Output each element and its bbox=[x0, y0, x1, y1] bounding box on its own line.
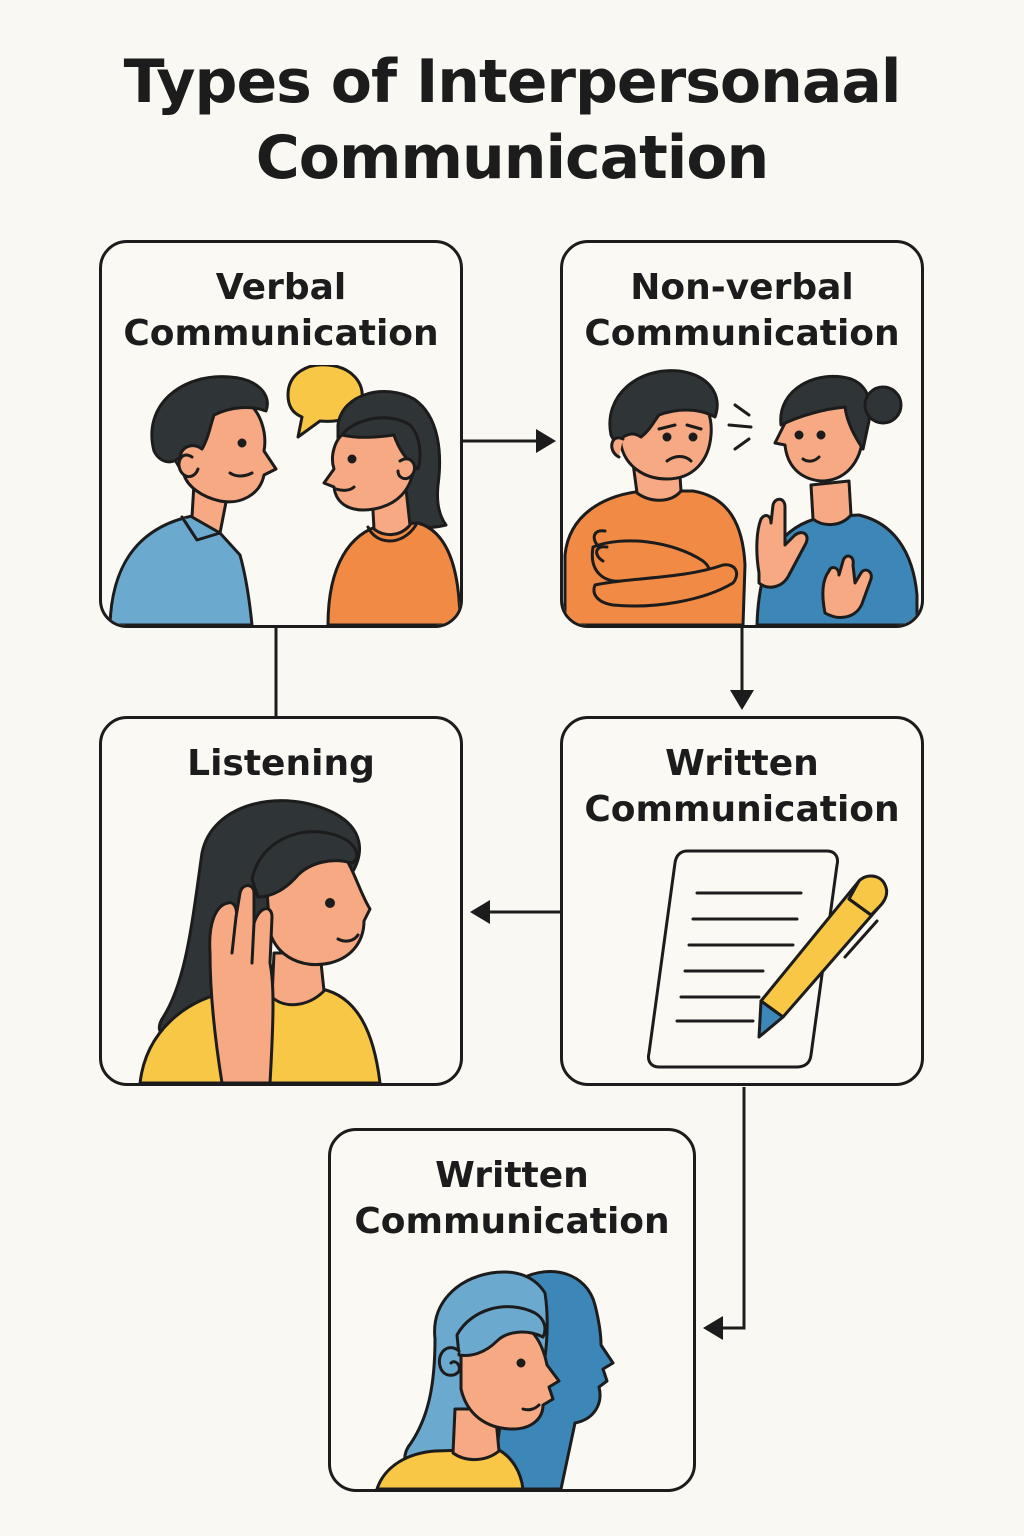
orange-top bbox=[326, 521, 460, 625]
arrowhead-down bbox=[730, 690, 754, 710]
arrowhead-left-written-2 bbox=[703, 1316, 723, 1340]
card-written-communication: Written Communication bbox=[560, 716, 924, 1086]
card-verbal-label: Verbal Communication bbox=[123, 267, 439, 354]
pencil-icon bbox=[757, 874, 889, 1039]
card-written-2-label: Written Communication bbox=[354, 1155, 670, 1242]
title-line-1: Types of Interpersonaal bbox=[123, 47, 902, 117]
card-nonverbal-label: Non-verbal Communication bbox=[584, 267, 900, 354]
card-listening-label: Listening bbox=[187, 743, 375, 784]
face-and-silhouette-icon bbox=[375, 1270, 615, 1489]
arrowhead-right bbox=[536, 429, 556, 453]
card-written-label: Written Communication bbox=[584, 743, 900, 830]
hair-bun bbox=[863, 385, 903, 425]
blue-shirt bbox=[108, 513, 254, 625]
crossed-arms-and-raised-hands-icon bbox=[563, 369, 919, 625]
document-and-pencil-icon bbox=[647, 849, 889, 1069]
card-written-communication-2: Written Communication bbox=[328, 1128, 696, 1492]
card-listening: Listening bbox=[99, 716, 463, 1086]
card-verbal-communication: Verbal Communication bbox=[99, 240, 463, 628]
card-nonverbal-communication: Non-verbal Communication bbox=[560, 240, 924, 628]
document-icon bbox=[647, 849, 839, 1069]
arrowhead-left-listening bbox=[470, 900, 490, 924]
woman-cupping-ear-icon bbox=[138, 799, 382, 1083]
two-people-talking-icon bbox=[108, 365, 460, 625]
connector-written-to-written-2 bbox=[720, 1087, 746, 1330]
title-line-2: Communication bbox=[255, 123, 770, 193]
yellow-top bbox=[375, 1447, 525, 1489]
raised-hand bbox=[755, 497, 809, 589]
cupping-hand bbox=[208, 884, 275, 1083]
page-title: Types of Interpersonaal Communication bbox=[0, 44, 1024, 196]
